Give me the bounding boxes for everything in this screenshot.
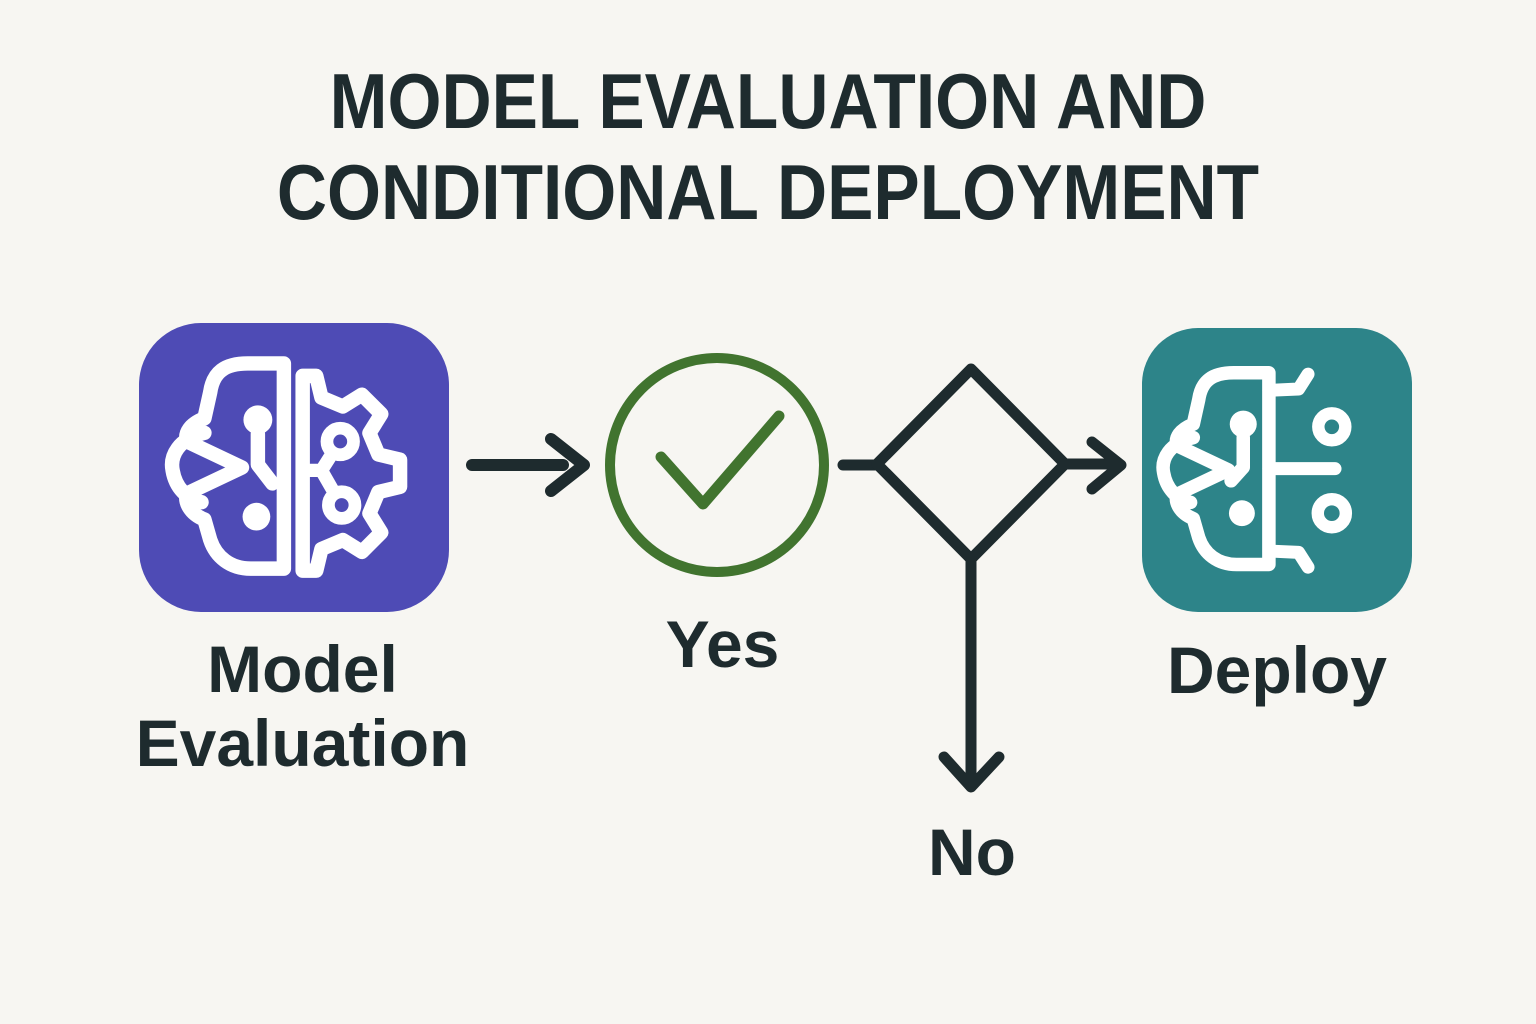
page-title: MODEL EVALUATION AND CONDITIONAL DEPLOYM… [84,56,1451,238]
page-title-line2: CONDITIONAL DEPLOYMENT [276,148,1260,236]
deploy-node [1142,328,1412,612]
arrow-model-to-check-head-icon [545,433,590,497]
decision-diamond [871,363,1071,565]
arrow-diamond-to-deploy-head-icon [1086,436,1127,495]
deploy-label: Deploy [1166,633,1388,707]
yes-label: Yes [665,607,780,681]
brain-deploy-icon [1156,366,1353,574]
brain-gear-icon [164,356,408,578]
page-title-line1: MODEL EVALUATION AND [329,57,1207,145]
check-circle-icon [605,353,829,577]
model-evaluation-node [139,323,449,612]
no-label: No [928,815,1016,889]
arrow-diamond-down-head-icon [938,751,1005,793]
model-evaluation-label: Model Evaluation [135,632,470,780]
